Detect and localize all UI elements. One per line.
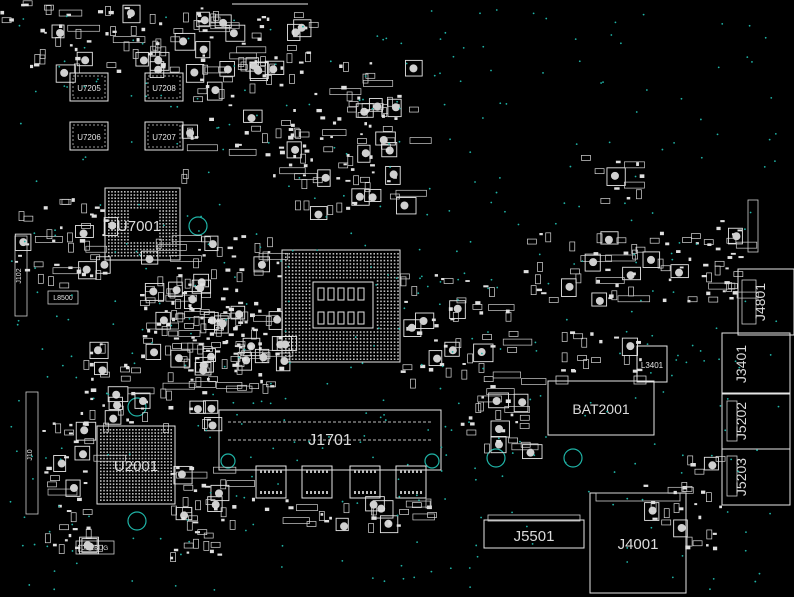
connector-j5203[interactable]: J5203 bbox=[721, 448, 791, 506]
inductor-l3401[interactable]: L3401 bbox=[636, 345, 668, 383]
j4801-label: J4801 bbox=[752, 283, 768, 321]
connector-j3401[interactable]: J3401 bbox=[721, 332, 791, 394]
j5203-label: J5203 bbox=[733, 458, 749, 496]
u2001-label: U2001 bbox=[114, 458, 158, 475]
battery-bat2001[interactable]: BAT2001 bbox=[547, 375, 655, 436]
u7205-label: U7205 bbox=[77, 84, 101, 93]
u7001-label: U7001 bbox=[117, 218, 161, 235]
u7206-label: U7206 bbox=[77, 133, 101, 142]
connector-right-top[interactable] bbox=[747, 199, 759, 253]
j5202-label: J5202 bbox=[733, 402, 749, 440]
connector-j4001[interactable]: J4001 bbox=[589, 492, 687, 594]
memory-chip-u7206[interactable]: U7206 bbox=[69, 121, 109, 151]
pch-chip-u2001[interactable]: U2001 bbox=[96, 425, 176, 505]
dram-chip-row bbox=[255, 465, 427, 499]
vias bbox=[9, 9, 780, 591]
connector-j5501[interactable]: J5501 bbox=[483, 514, 585, 549]
memory-slot-j1701[interactable]: J1701 bbox=[218, 409, 442, 471]
connector-left-bottom[interactable]: J10 bbox=[25, 391, 39, 515]
j10-label: J10 bbox=[27, 449, 34, 460]
bat2001-label: BAT2001 bbox=[572, 401, 630, 417]
jleft-label: J102 bbox=[16, 268, 23, 283]
component-l8500[interactable]: L8500 bbox=[47, 290, 79, 305]
jdebug-label: JDEBUG bbox=[82, 545, 108, 552]
u7208-label: U7208 bbox=[152, 84, 176, 93]
u7207-label: U7207 bbox=[152, 133, 176, 142]
l8500-label: L8500 bbox=[53, 295, 73, 302]
memory-chip-u7205[interactable]: U7205 bbox=[69, 72, 109, 102]
j3401-label: J3401 bbox=[733, 345, 749, 383]
connector-j5202[interactable]: J5202 bbox=[721, 393, 791, 450]
j5501-label: J5501 bbox=[514, 528, 555, 545]
j4001-label: J4001 bbox=[618, 536, 659, 553]
l3401-label: L3401 bbox=[641, 361, 664, 370]
mounting-holes bbox=[127, 216, 583, 531]
cpu-socket[interactable] bbox=[281, 249, 401, 363]
memory-chip-u7207[interactable]: U7207 bbox=[144, 121, 184, 151]
connector-left-top[interactable]: J102 bbox=[14, 235, 28, 317]
j1701-label: J1701 bbox=[308, 432, 352, 449]
smd-components bbox=[0, 0, 759, 562]
